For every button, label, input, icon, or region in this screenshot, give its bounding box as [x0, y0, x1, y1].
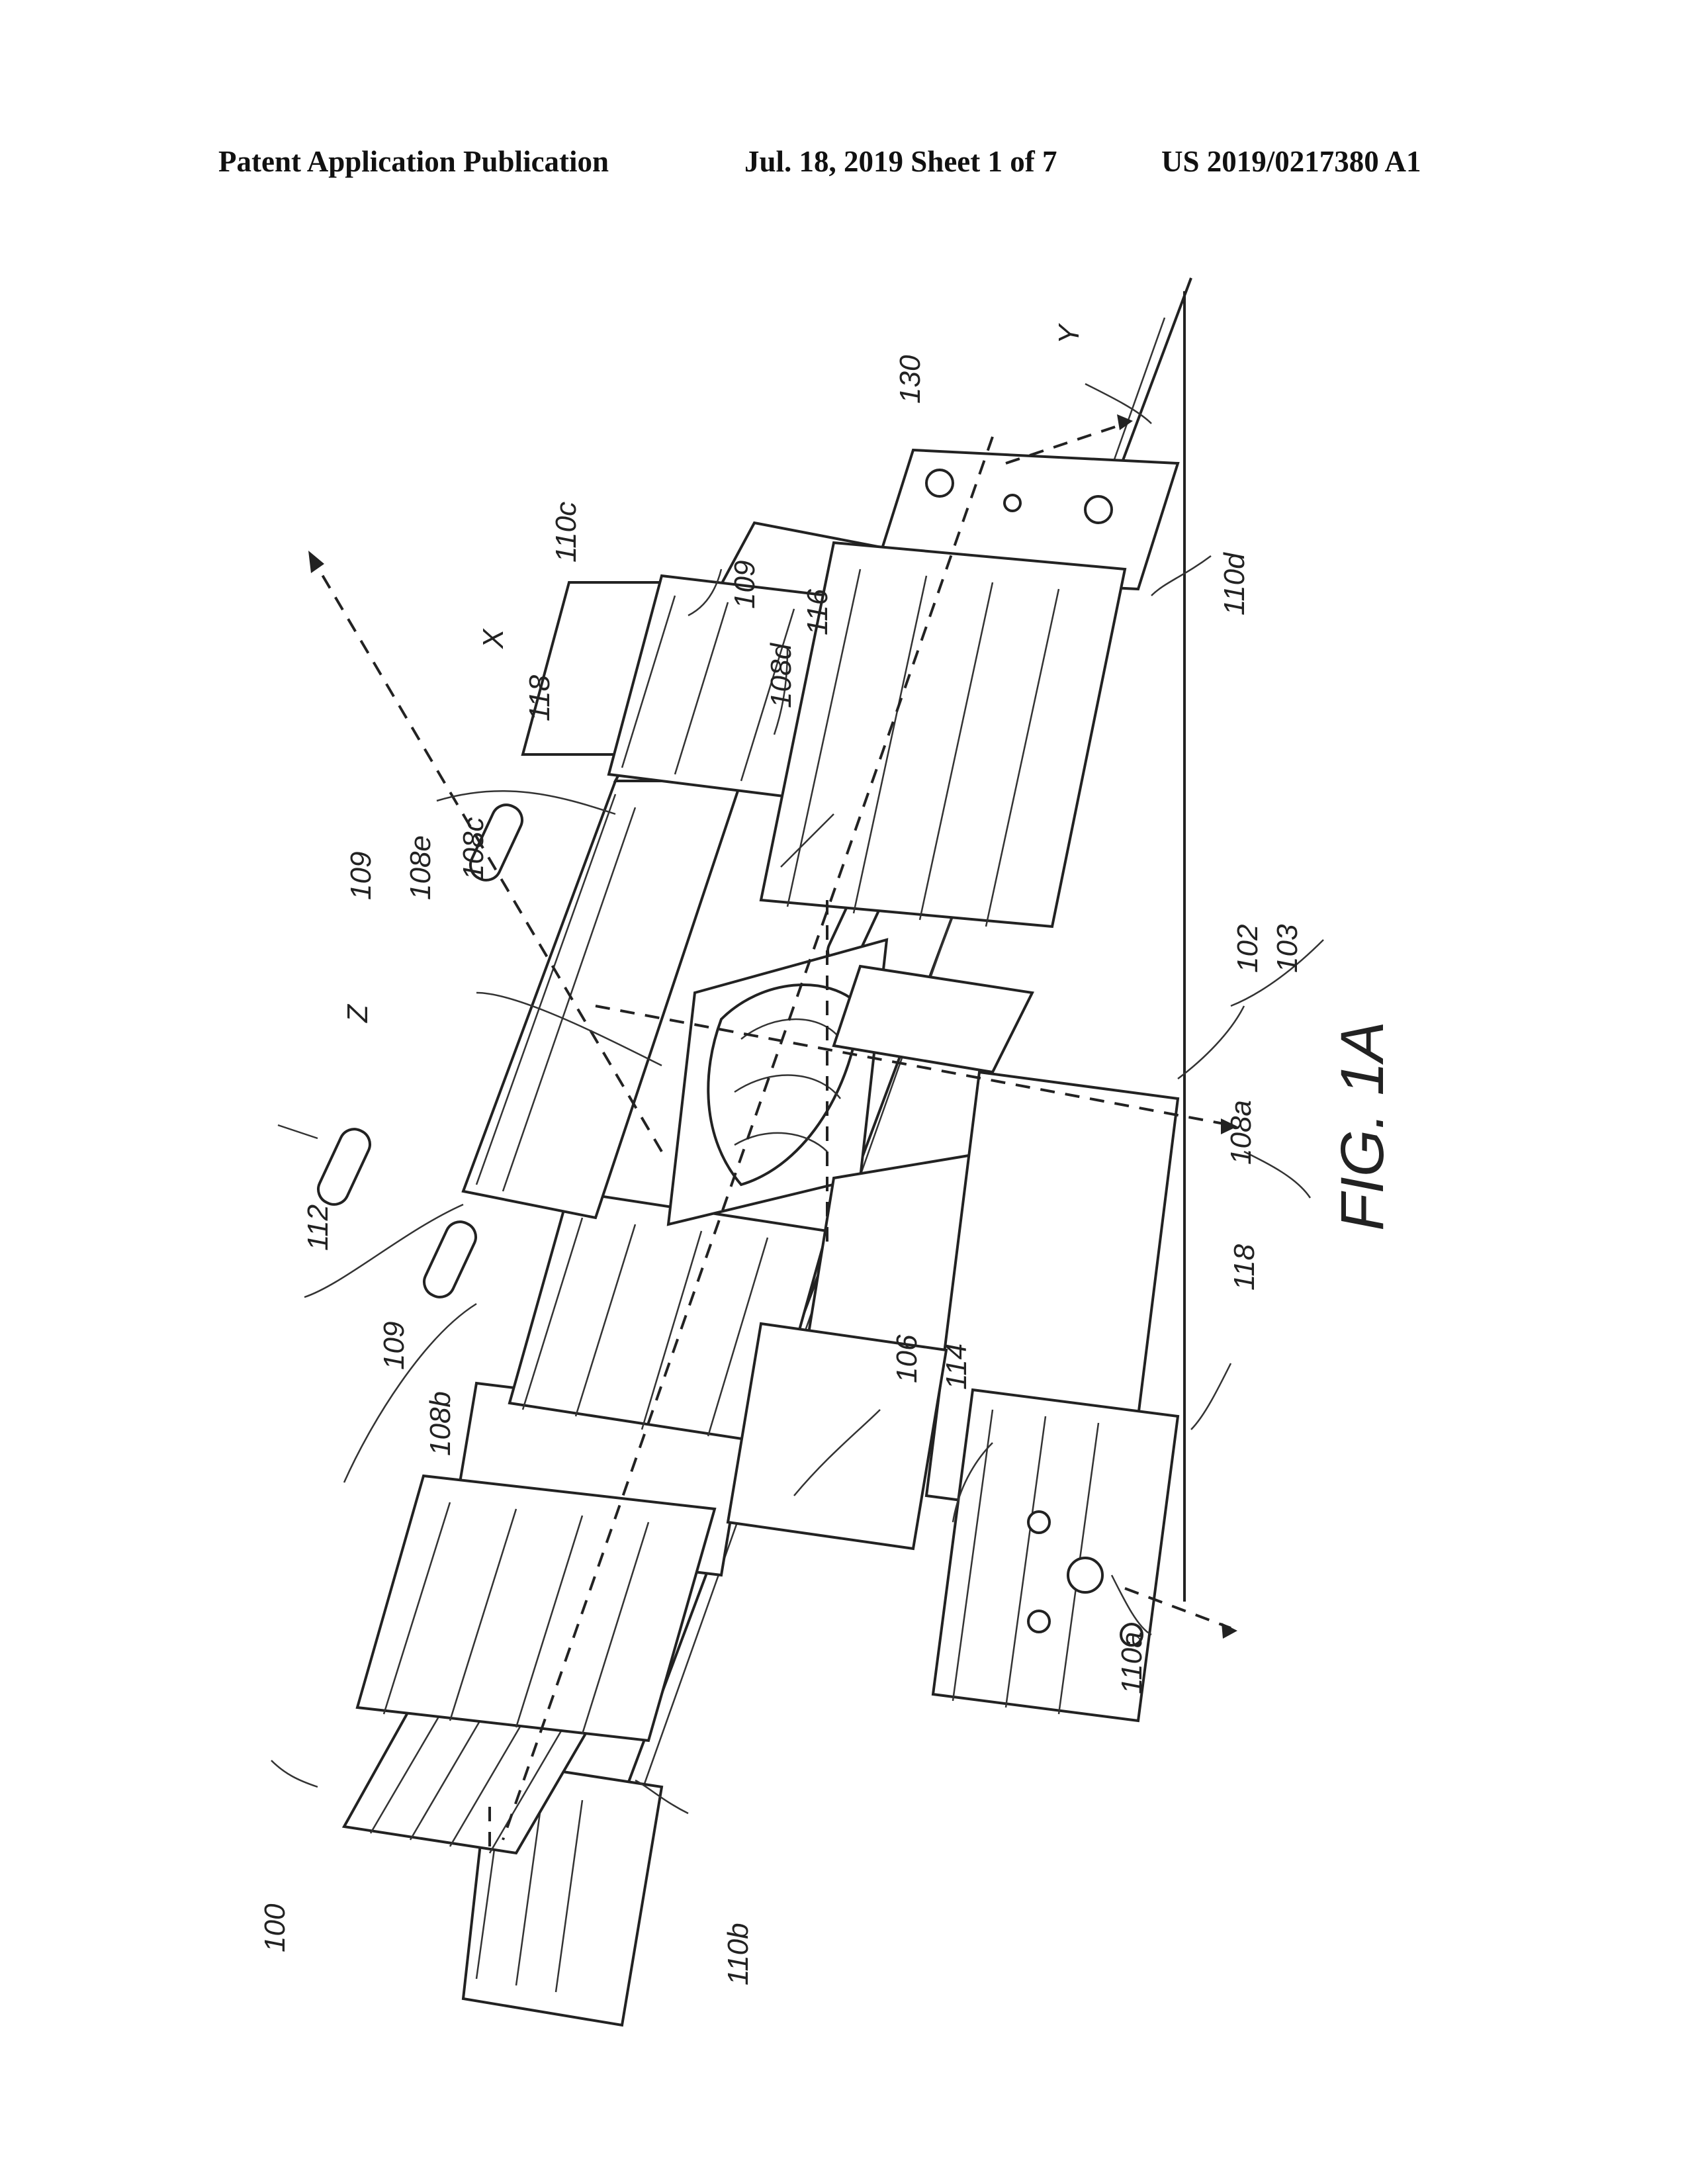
axes [308, 414, 1237, 1853]
label-102: 102 [1231, 925, 1264, 973]
label-106: 106 [891, 1334, 923, 1383]
figure-caption: FIG. 1A [1329, 1021, 1396, 1231]
label-108a: 108a [1225, 1100, 1257, 1165]
label-108d: 108d [765, 643, 797, 708]
label-100: 100 [259, 1903, 291, 1952]
label-110d: 110d [1218, 552, 1251, 615]
label-118-b: 118 [1228, 1244, 1261, 1291]
patent-number: US 2019/0217380 A1 [1161, 145, 1421, 178]
label-109-b: 109 [345, 852, 377, 900]
label-116: 116 [801, 588, 834, 635]
axis-z-label: Z [341, 1003, 374, 1023]
label-109-a: 109 [378, 1322, 410, 1370]
label-118-a: 118 [523, 674, 556, 721]
label-130: 130 [894, 355, 926, 404]
label-108b: 108b [424, 1391, 457, 1456]
lower-left-carriage [355, 1322, 948, 1743]
right-carriage [759, 448, 1180, 929]
mold-core [666, 938, 1035, 1226]
label-108c: 108c [457, 817, 490, 880]
date-sheet: Jul. 18, 2019 Sheet 1 of 7 [744, 145, 1057, 178]
axis-y-label: Y [1053, 323, 1085, 344]
label-112: 112 [302, 1205, 334, 1251]
reference-labels: 100 110b 106 114 110a 108b 109 112 108e … [259, 323, 1304, 1985]
label-110b: 110b [722, 1923, 754, 1985]
label-114: 114 [940, 1343, 973, 1390]
label-108e: 108e [404, 835, 437, 900]
label-109-c: 109 [729, 561, 761, 609]
label-110a: 110a [1116, 1631, 1148, 1694]
label-103: 103 [1271, 924, 1304, 973]
axis-x-label: X [477, 628, 510, 649]
leader-lines [271, 383, 1324, 1815]
label-110c: 110c [550, 502, 582, 563]
page-header: Patent Application Publication Jul. 18, … [0, 144, 1694, 191]
publication-title: Patent Application Publication [218, 145, 609, 178]
